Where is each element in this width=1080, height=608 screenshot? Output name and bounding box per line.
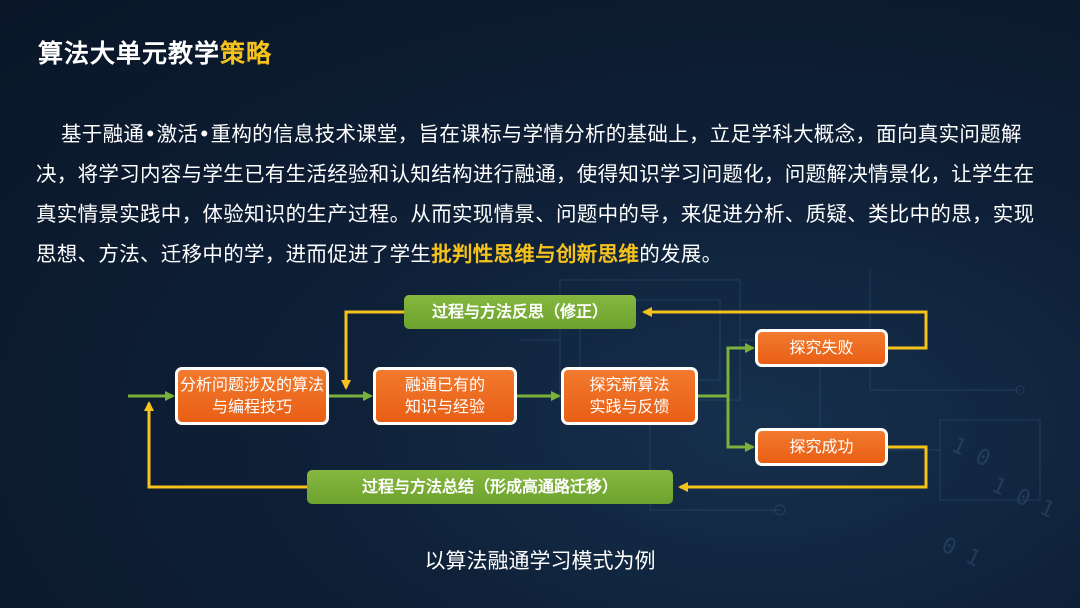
slide-title: 算法大单元教学策略 — [38, 34, 272, 70]
arrow-success-to-summary — [678, 445, 928, 492]
summary-label-text: 过程与方法总结（形成高通路迁移） — [361, 477, 618, 496]
paragraph-ending: 的发展。 — [639, 242, 723, 266]
node-explore: 探究新算法实践与反馈 — [561, 367, 698, 425]
paragraph-text: 基于融通•激活•重构的信息技术课堂，旨在课标与学情分析的基础上，立足学科大概念，… — [36, 122, 1035, 266]
node-integrate: 融通已有的知识与经验 — [373, 367, 517, 425]
node-fail: 探究失败 — [755, 329, 888, 367]
node-success: 探究成功 — [755, 428, 888, 466]
node-integrate-label: 融通已有的知识与经验 — [404, 375, 485, 416]
diagram-caption: 以算法融通学习模式为例 — [424, 549, 656, 573]
node-success-label: 探究成功 — [789, 437, 854, 456]
circuit-background: 1 0 1 0 1 0 1 — [520, 270, 1058, 572]
summary-label: 过程与方法总结（形成高通路迁移） — [307, 470, 673, 504]
title-text: 算法大单元教学 — [38, 39, 221, 68]
arrow-fail-to-reflect — [642, 307, 928, 350]
reflect-label: 过程与方法反思（修正） — [404, 295, 636, 329]
arrow-explore-branch-success — [726, 396, 755, 452]
node-analyze: 分析问题涉及的算法与编程技巧 — [175, 367, 329, 425]
arrow-reflect-to-analyze — [341, 310, 404, 390]
arrow-explore-branch — [698, 343, 755, 398]
reflect-label-text: 过程与方法反思（修正） — [431, 302, 608, 321]
node-explore-label: 探究新算法实践与反馈 — [589, 375, 670, 416]
title-highlight: 策略 — [220, 39, 273, 68]
node-analyze-label: 分析问题涉及的算法与编程技巧 — [179, 375, 324, 416]
intro-paragraph: 基于融通•激活•重构的信息技术课堂，旨在课标与学情分析的基础上，立足学科大概念，… — [36, 114, 1046, 274]
node-fail-label: 探究失败 — [789, 338, 854, 357]
arrow-summary-to-start — [144, 401, 307, 489]
paragraph-highlight: 批判性思维与创新思维 — [431, 242, 640, 266]
